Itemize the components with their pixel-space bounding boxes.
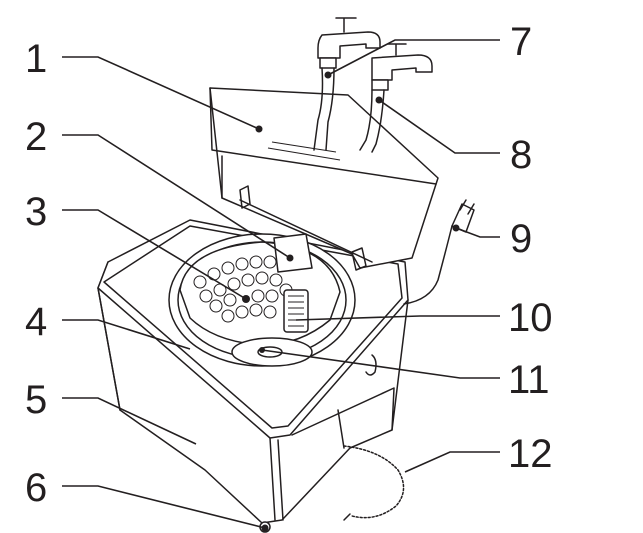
water-tap-icon	[318, 18, 432, 104]
leader-12	[405, 452, 500, 472]
detergent-dispenser	[274, 234, 312, 272]
callout-8: 8	[510, 133, 532, 177]
callout-4: 4	[25, 300, 47, 344]
callout-7: 7	[510, 20, 532, 64]
callout-6: 6	[25, 466, 47, 510]
callout-9: 9	[510, 217, 532, 261]
callout-10: 10	[508, 296, 553, 340]
drain-hose-icon	[344, 446, 404, 520]
power-plug-icon	[452, 200, 474, 232]
callout-3: 3	[25, 190, 47, 234]
callout-1: 1	[25, 37, 47, 81]
callout-2: 2	[25, 115, 47, 159]
callout-12: 12	[508, 432, 553, 476]
washing-machine-illustration	[98, 18, 474, 532]
callout-11: 11	[508, 358, 550, 402]
callout-5: 5	[25, 378, 47, 422]
